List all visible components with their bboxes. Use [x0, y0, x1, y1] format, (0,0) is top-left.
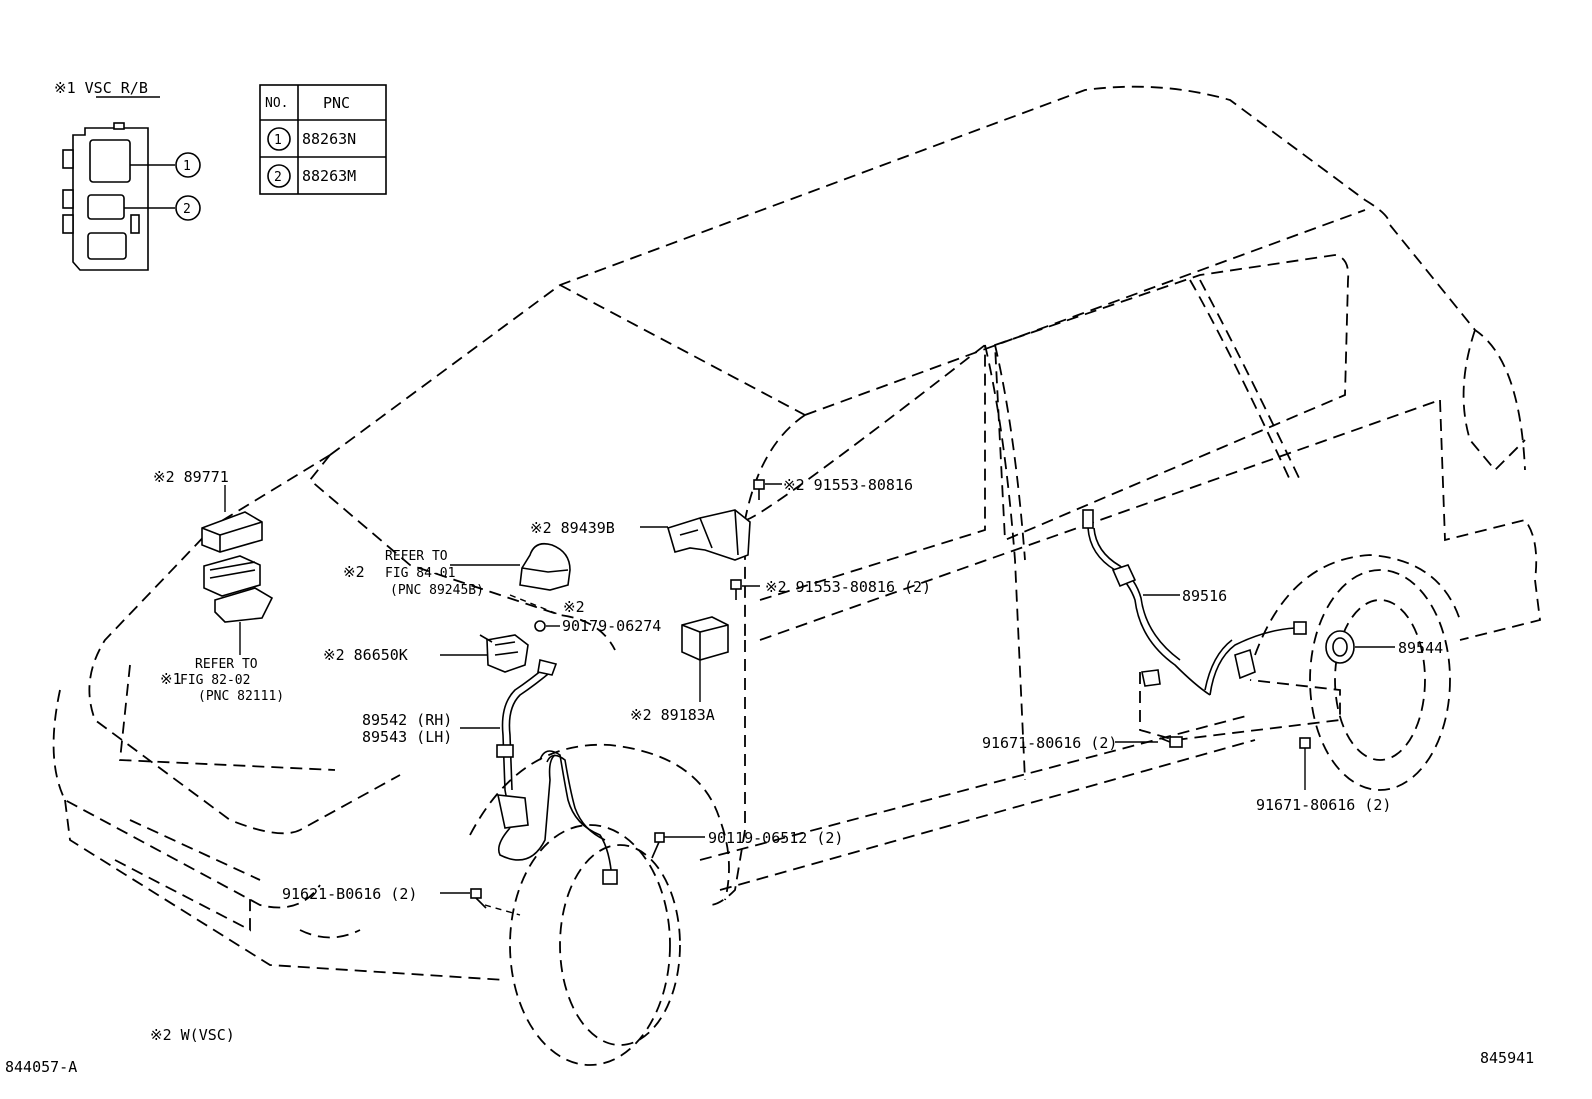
footer-left-code: 844057-A: [5, 1058, 77, 1076]
footer-note: ※2 W(VSC): [150, 1026, 235, 1044]
relay-block-drawing: ※1 VSC R/B 1 2: [54, 79, 201, 271]
label-91671-a: 91671-80616 (2): [982, 734, 1117, 752]
label-refer-84-mark: ※2: [343, 563, 365, 581]
label-refer-82-mark: ※1: [160, 670, 182, 688]
relay-block-title: ※1 VSC R/B: [54, 79, 148, 97]
bolt-91621: [440, 888, 521, 916]
nut-90179: [534, 620, 560, 632]
label-89544: 89544: [1398, 639, 1443, 657]
label-91553-upper: ※2 91553-80816: [783, 476, 913, 494]
callout-1-label: 1: [183, 159, 191, 174]
label-90179-mark: ※2: [563, 598, 585, 616]
vehicle-outline: [52, 85, 1541, 1066]
label-89516: 89516: [1182, 587, 1227, 605]
part-89439b-bracket: [640, 509, 751, 561]
table-row-2-pnc: 88263M: [302, 167, 356, 185]
label-89439b: ※2 89439B: [530, 519, 615, 537]
label-refer-82-line1: REFER TO: [195, 657, 258, 672]
table-row-2-no: 2: [274, 170, 282, 185]
part-89544-sensor-rotor: [1325, 630, 1395, 664]
part-89183a-sensor: [681, 616, 729, 702]
bolt-91553-upper: [753, 479, 782, 500]
label-91671-b: 91671-80616 (2): [1256, 796, 1391, 814]
label-89542: 89542 (RH): [362, 711, 452, 729]
label-90119: 90119-06512 (2): [708, 829, 843, 847]
label-refer-84-line3: (PNC 89245B): [390, 583, 484, 598]
callout-2-label: 2: [183, 202, 191, 217]
label-refer-82-line3: (PNC 82111): [198, 689, 284, 704]
part-89771-relay-cover: [201, 485, 274, 655]
label-89183a: ※2 89183A: [630, 706, 715, 724]
label-86650k: ※2 86650K: [323, 646, 408, 664]
part-89542-front-sensor-wire: [460, 659, 618, 885]
part-89245b: [450, 542, 571, 616]
label-91621: 91621-B0616 (2): [282, 885, 417, 903]
label-refer-84-line2: FIG 84-01: [385, 566, 455, 581]
callout-1: [175, 152, 201, 178]
part-89516-rear-sensor-wire: [1082, 509, 1307, 696]
label-89543: 89543 (LH): [362, 728, 452, 746]
table-row-1-no: 1: [274, 133, 282, 148]
label-refer-82-line2: FIG 82-02: [180, 673, 250, 688]
table-row-1-pnc: 88263N: [302, 130, 356, 148]
table-header-no: NO.: [265, 96, 288, 111]
label-refer-84-line1: REFER TO: [385, 549, 448, 564]
label-91553-lower: ※2 91553-80816 (2): [765, 578, 931, 596]
table-header-pnc: PNC: [323, 94, 350, 112]
bolt-91553-lower: [730, 579, 760, 600]
bracket-dashed-outline: [1139, 672, 1341, 741]
callout-2: [175, 195, 201, 221]
bolt-91671-b: [1299, 737, 1311, 790]
bolt-91671-a: [1115, 736, 1183, 748]
pnc-table: NO. PNC 1 88263N 2 88263M: [259, 84, 387, 195]
label-89771: ※2 89771: [153, 468, 229, 486]
part-86650k: [440, 634, 529, 673]
footer-right-code: 845941: [1480, 1049, 1534, 1067]
bolt-90119: [651, 832, 705, 859]
label-90179: 90179-06274: [562, 617, 661, 635]
